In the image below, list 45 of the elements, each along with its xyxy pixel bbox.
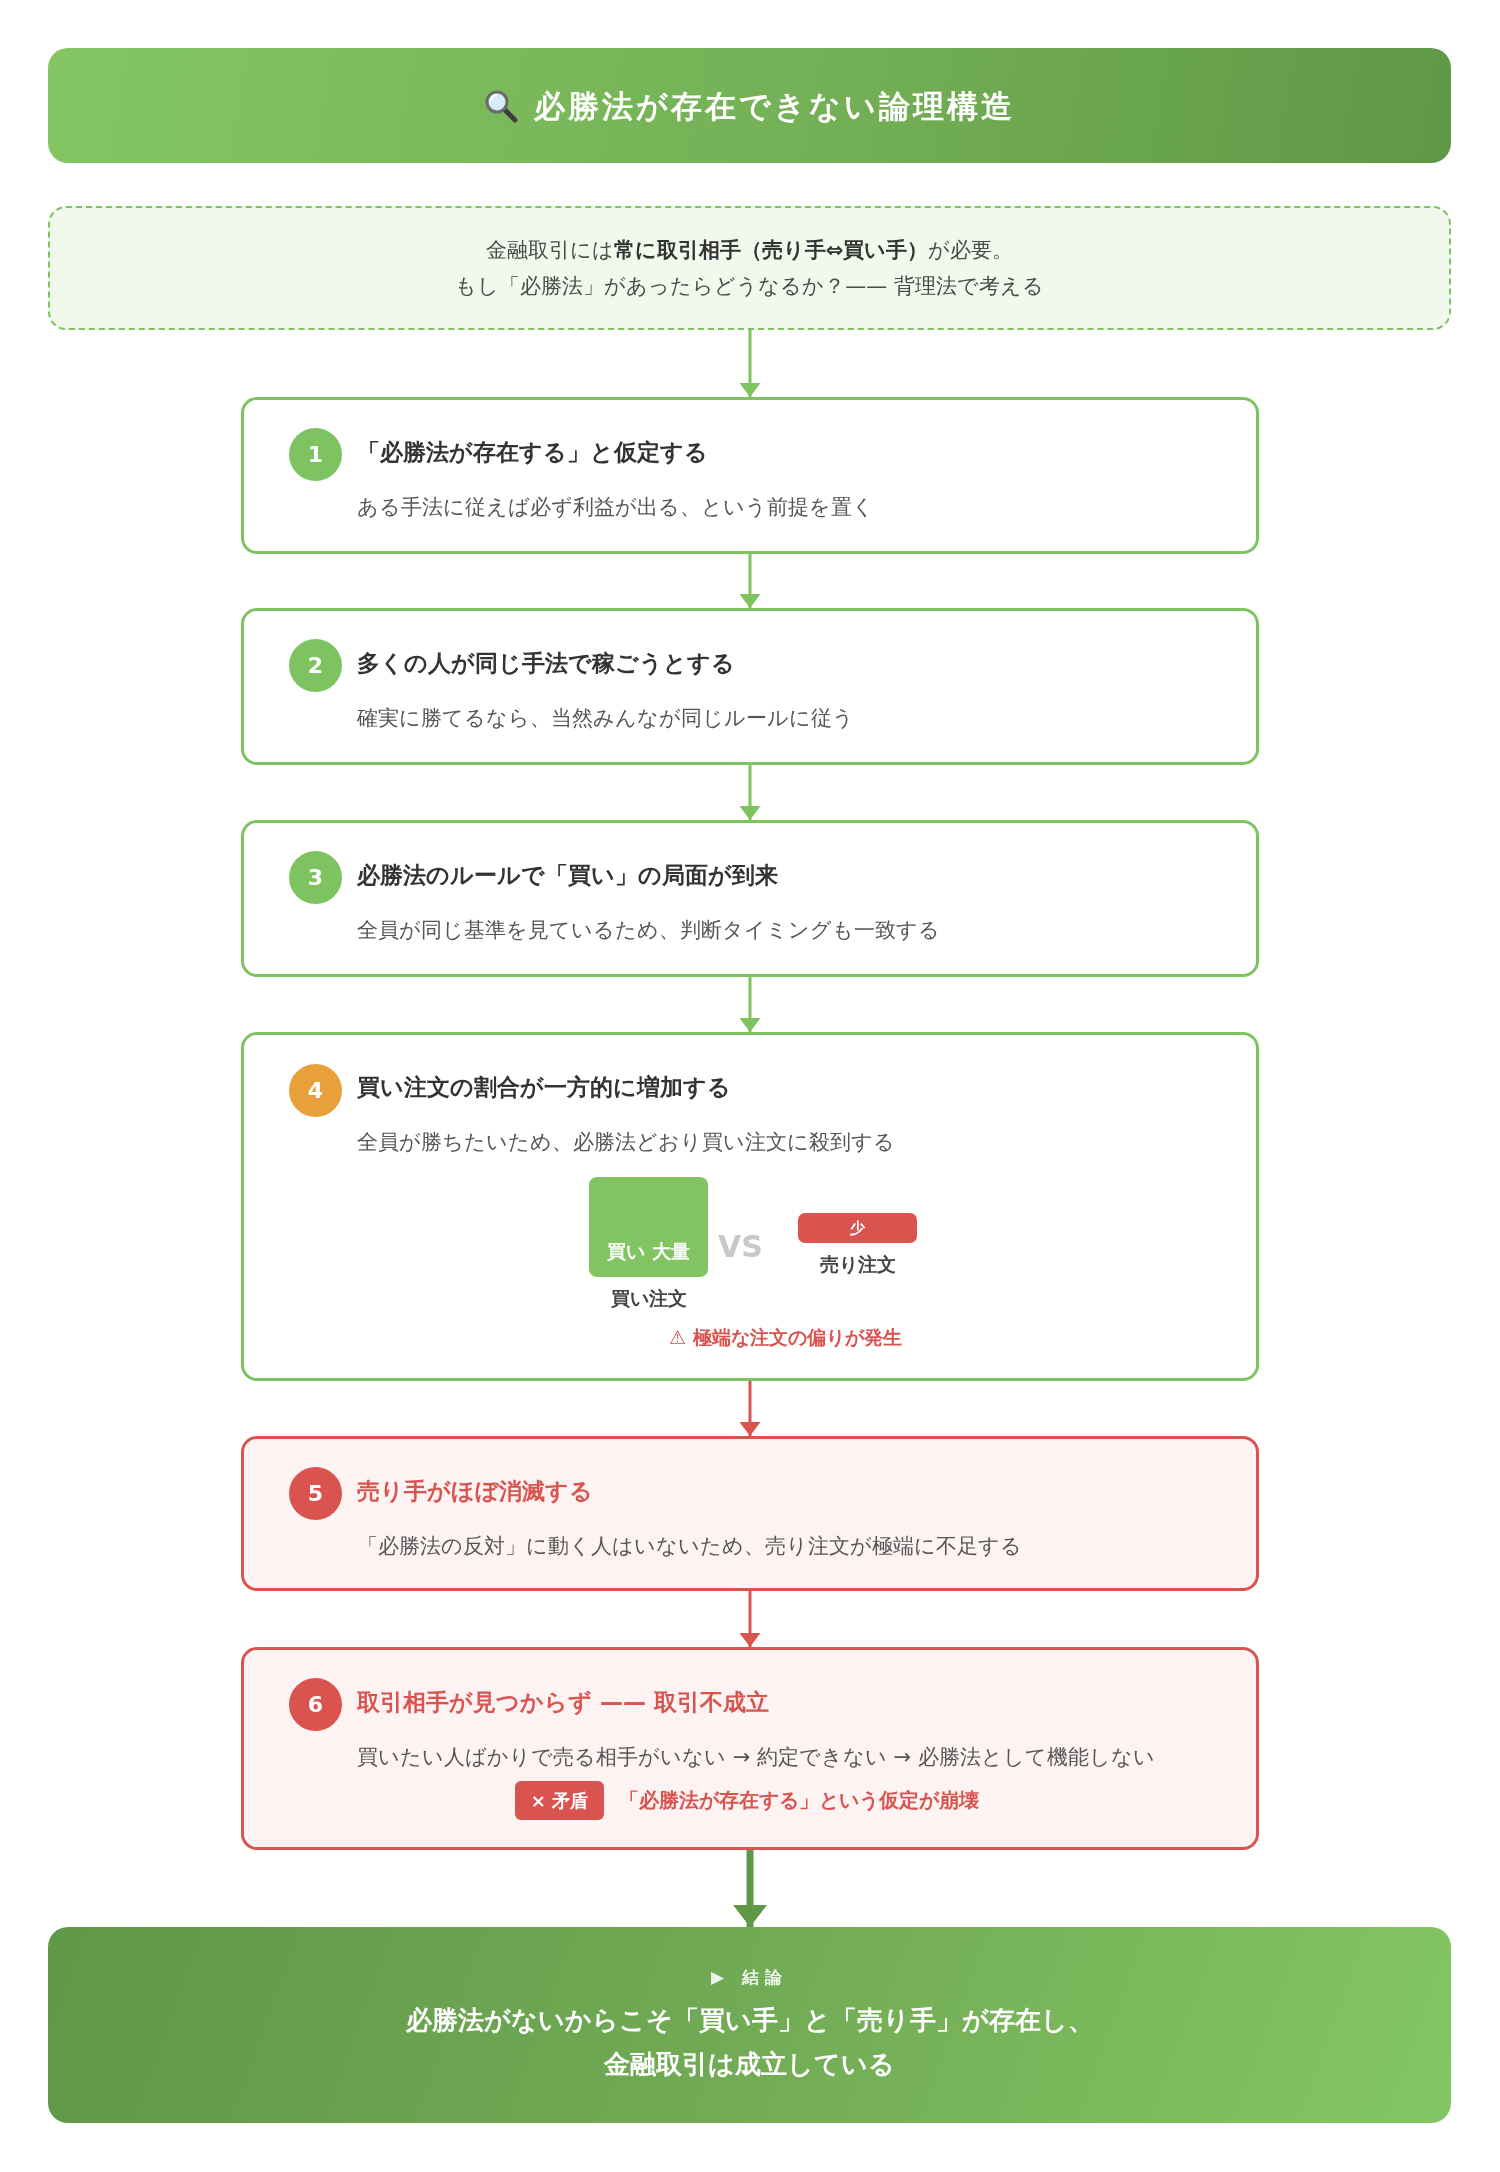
bar-caption: 買い注文 — [609, 1286, 688, 1311]
step-card — [241, 1436, 1259, 1591]
step-description: 全員が同じ基準を見ているため、判断タイミングも一致する — [357, 917, 940, 944]
contradiction-text: 「必勝法が存在する」という仮定が崩壊 — [619, 1787, 979, 1814]
sell-volume-bar: 少 — [798, 1213, 917, 1243]
arrow — [739, 977, 761, 1032]
step-heading: 取引相手が見つからず —— 取引不成立 — [357, 1688, 769, 1717]
step-number-circle: 2 — [289, 639, 342, 692]
arrow — [739, 554, 761, 608]
warning-text: ⚠ 極端な注文の偏りが発生 — [669, 1325, 902, 1350]
step-heading: 必勝法のルールで「買い」の局面が到来 — [357, 861, 778, 890]
step-heading: 「必勝法が存在する」と仮定する — [357, 438, 708, 467]
step-description: 買いたい人ばかりで売る相手がいない → 約定できない → 必勝法として機能しない — [357, 1744, 1155, 1771]
title-text: 必勝法が存在できない論理構造 — [534, 86, 1015, 126]
conclusion-text: 必勝法がないからこそ「買い手」と「売り手」が存在し、金融取引は成立している — [404, 2004, 1095, 2081]
step-number-circle: 5 — [289, 1467, 342, 1520]
arrow — [739, 330, 761, 397]
contradiction-tag: × 矛盾 — [515, 1781, 604, 1820]
arrow — [733, 1850, 767, 1927]
step-description: 確実に勝てるなら、当然みんなが同じルールに従う — [357, 705, 854, 732]
step-number-circle: 4 — [289, 1064, 342, 1117]
step-number-circle: 6 — [289, 1678, 342, 1731]
conclusion-banner — [48, 1927, 1451, 2123]
step-card — [241, 608, 1259, 765]
arrow — [739, 765, 761, 820]
step-number-circle: 1 — [289, 428, 342, 481]
step-description: ある手法に従えば必ず利益が出る、という前提を置く — [357, 494, 874, 521]
step-card — [241, 1647, 1259, 1850]
step-card — [241, 1032, 1259, 1381]
step-description: 全員が勝ちたいため、必勝法どおり買い注文に殺到する — [357, 1129, 895, 1156]
conclusion-label: ▶ 結論 — [711, 1966, 788, 1989]
step-heading: 売り手がほぼ消滅する — [357, 1477, 593, 1506]
step-number-circle: 3 — [289, 851, 342, 904]
step-card — [241, 820, 1259, 977]
dashed-note-box — [48, 206, 1451, 330]
arrow — [739, 1381, 761, 1436]
step-heading: 買い注文の割合が一方的に増加する — [357, 1073, 731, 1102]
step-card — [241, 397, 1259, 554]
arrow — [739, 1591, 761, 1647]
intro-text: 金融取引には常に取引相手（売り手⇔買い手）が必要。 — [485, 237, 1014, 264]
intro-text: もし「必勝法」があったらどうなるか？—— 背理法で考える — [455, 273, 1044, 300]
step-heading: 多くの人が同じ手法で稼ごうとする — [357, 649, 735, 678]
buy-volume-block: 買い 大量 — [589, 1177, 708, 1277]
step-description: 「必勝法の反対」に動く人はいないため、売り注文が極端に不足する — [357, 1533, 1022, 1560]
bar-caption: 売り注文 — [818, 1252, 897, 1277]
